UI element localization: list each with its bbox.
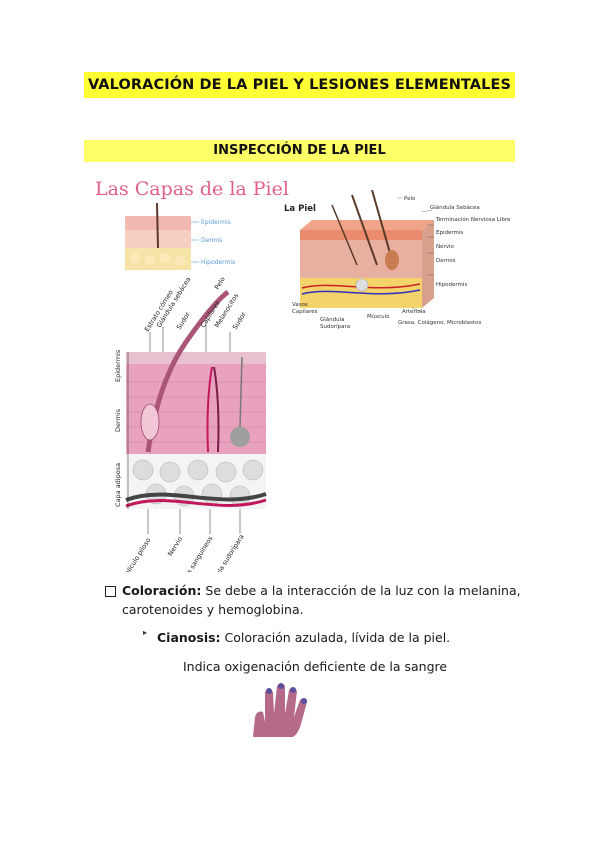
label-dermis-3d: Dermis [436,258,456,264]
figure-skin-section: Estrato córneo Glándula sebácea Pelo Sud… [108,272,268,593]
label-glandula-sebacea: Glándula Sebácea [430,204,480,211]
figure-skin-3d-title: La Piel [284,204,316,214]
label-nervio-sec: Nervio [166,535,184,557]
cyanotic-hand-image [243,682,323,737]
label-hipodermis-3d: Hipodermis [436,282,467,288]
label-epidermis-3d: Epidermis [436,230,463,236]
label-epidermis-sec: Epidermis [114,349,122,382]
label-dermis-sec: Dermis [114,408,122,432]
label-epidermis: Epidermis [201,219,231,226]
label-musculo: Músculo [367,313,390,320]
figure-skin-3d: La Piel Pelo Glándula Sebácea Terminació… [282,189,522,340]
label-dermis: Dermis [201,237,222,244]
label-nervio-3d: Nervio [436,244,455,250]
label-arteriola: Arteriola [402,309,426,315]
cianosis-text: Coloración azulada, lívida de la piel. [220,630,451,645]
cianosis-label: Cianosis: [157,630,221,645]
label-capa-adiposa: Capa adiposa [114,463,122,507]
coloracion-label: Coloración: [122,583,202,598]
figure-skin-layers: Las Capas de la Piel Epidermis Dermis Hi… [95,178,295,278]
label-foliculo-piloso: Folículo piloso [121,536,152,572]
label-glandula: Glándula [320,316,345,323]
label-vasos: Vasos [292,302,308,308]
indica-text: Indica oxigenación deficiente de la sang… [183,659,448,674]
label-sudor-left: Sudor [175,310,192,331]
label-capilares: Capilares [292,309,318,315]
coloracion-text: Se debe a la interacción de la luz con l… [122,583,521,617]
figure-skin-layers-title: Las Capas de la Piel [95,178,289,200]
label-terminacion-nerviosa: Terminación Nerviosa Libre [435,216,511,223]
label-grasa: Grasa, Colágeno, Microblastos [398,319,482,326]
arrow-bullet-icon: ▸ [143,628,148,637]
label-sudor-right: Sudor [231,310,248,331]
label-hipodermis: Hipodermis [201,259,235,266]
main-title: VALORACIÓN DE LA PIEL Y LESIONES ELEMENT… [84,72,515,98]
coloracion-paragraph: Coloración: Se debe a la interacción de … [122,581,522,619]
label-pelo-sec: Pelo [213,275,227,291]
label-sudoripara: Sudorípara [320,323,350,330]
section-title: INSPECCIÓN DE LA PIEL [84,140,515,162]
label-pelo: Pelo [404,196,416,202]
checkbox-bullet-icon [105,586,116,597]
cianosis-paragraph: Cianosis: Coloración azulada, lívida de … [157,628,527,647]
